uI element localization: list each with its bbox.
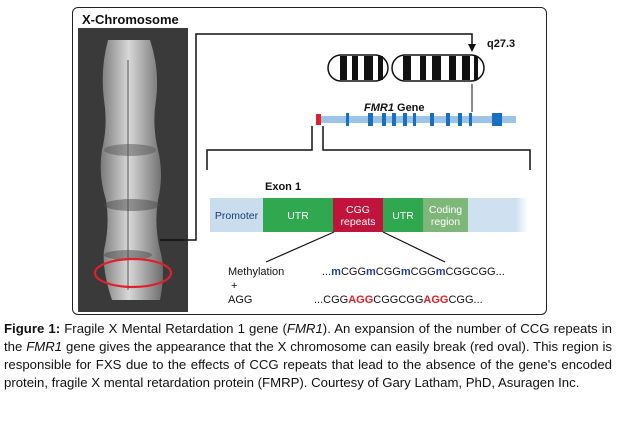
svg-text:FMR1 Gene: FMR1 Gene [364, 102, 425, 114]
x-chromosome-image [78, 28, 188, 312]
fragile-site-oval [93, 257, 173, 289]
gene-name: FMR1 [364, 102, 394, 114]
zoom-bracket [206, 126, 531, 170]
arrow-head [468, 44, 476, 52]
methylation-label: Methylation [228, 266, 284, 278]
exon-segment-3 [333, 198, 383, 232]
exon-segment-label-1: Promoter [215, 210, 259, 222]
exon-tail [468, 198, 528, 232]
exon-segment-4 [383, 198, 423, 232]
connector-line [160, 33, 473, 241]
exon-segment-5 [423, 198, 468, 232]
fmr1-diagram: X-Chromosome q27.3 FMR1 Gene [78, 12, 531, 312]
exon-segment-label-4: UTR [392, 210, 414, 222]
caption-label: Figure 1: [4, 321, 61, 336]
agg-sequence: ...CGGAGGCGGCGGAGGCGG... [314, 294, 483, 306]
gene-suffix: Gene [394, 102, 425, 114]
chromosome-ideogram [327, 54, 485, 82]
band-label: q27.3 [487, 38, 515, 50]
chromosome-title: X-Chromosome [82, 12, 179, 27]
methylation-sequence: ...mCGGmCGGmCGGmCGGCGG... [322, 266, 505, 278]
exon-segment-1 [210, 198, 263, 232]
exon-segment-label-2: UTR [287, 210, 309, 222]
figure-caption: Figure 1: Fragile X Mental Retardation 1… [4, 320, 612, 392]
caption-text: Fragile X Mental Retardation 1 gene (FMR… [4, 321, 613, 390]
exon-segment-2 [263, 198, 333, 232]
zoom-line-left [265, 231, 335, 263]
fmr1-gene-bar [316, 84, 516, 126]
plus-label: + [231, 280, 237, 292]
exon-label: Exon 1 [265, 181, 301, 193]
agg-label: AGG [228, 294, 252, 306]
zoom-line-right [382, 231, 446, 263]
